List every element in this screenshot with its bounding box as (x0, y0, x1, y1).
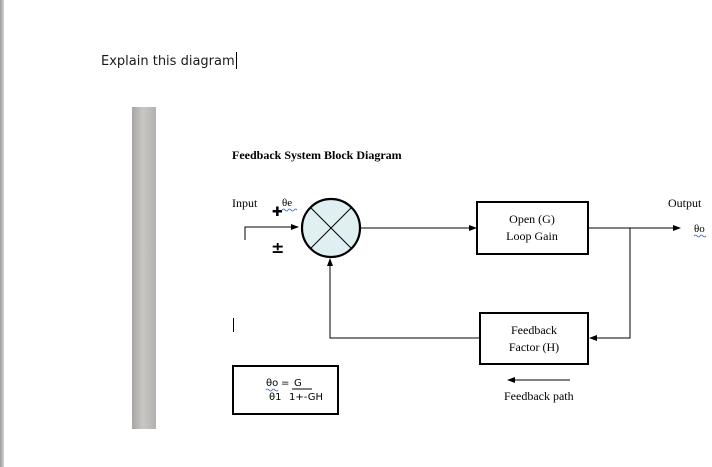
output-label: Output (668, 196, 702, 210)
feedback-factor-block (479, 312, 589, 365)
input-signal-line (244, 224, 299, 240)
formula-equals: = (281, 378, 289, 389)
diagram-title: Feedback System Block Diagram (232, 148, 402, 162)
text-cursor-mark (233, 318, 234, 332)
prompt-text: Explain this diagram (101, 54, 235, 69)
open-loop-gain-block (476, 201, 589, 255)
plus-minus-sign: ± (271, 238, 284, 257)
error-signal-squiggle (281, 208, 298, 212)
feedback-return-line (327, 258, 480, 339)
document-side-bar (132, 107, 156, 429)
formula-numerator: G (294, 378, 302, 389)
formula-box (232, 365, 339, 415)
feedback-factor-line2: Factor (H) (509, 340, 559, 354)
feedback-factor-line1: Feedback (511, 323, 557, 337)
summing-cross-b (310, 207, 352, 249)
plus-sign: ✚ (272, 205, 283, 220)
formula-denominator-left: θ1 (269, 392, 281, 403)
feedback-takeoff-line (589, 228, 631, 341)
open-loop-gain-line2: Loop Gain (506, 229, 558, 243)
feedback-path-label: Feedback path (504, 389, 574, 403)
formula-lhs: θo (266, 378, 278, 389)
window-left-edge (0, 0, 4, 467)
output-signal-squiggle (693, 234, 707, 238)
text-caret (235, 52, 237, 69)
formula-denominator-right: 1+-GH (289, 392, 323, 403)
input-label: Input (232, 196, 258, 210)
prompt-text-line[interactable]: Explain this diagram (101, 52, 237, 69)
formula-lhs-squiggle (265, 388, 279, 392)
open-loop-gain-line1: Open (G) (509, 212, 555, 226)
output-signal-label: θo (694, 223, 705, 235)
error-signal-label: θe (282, 197, 292, 209)
